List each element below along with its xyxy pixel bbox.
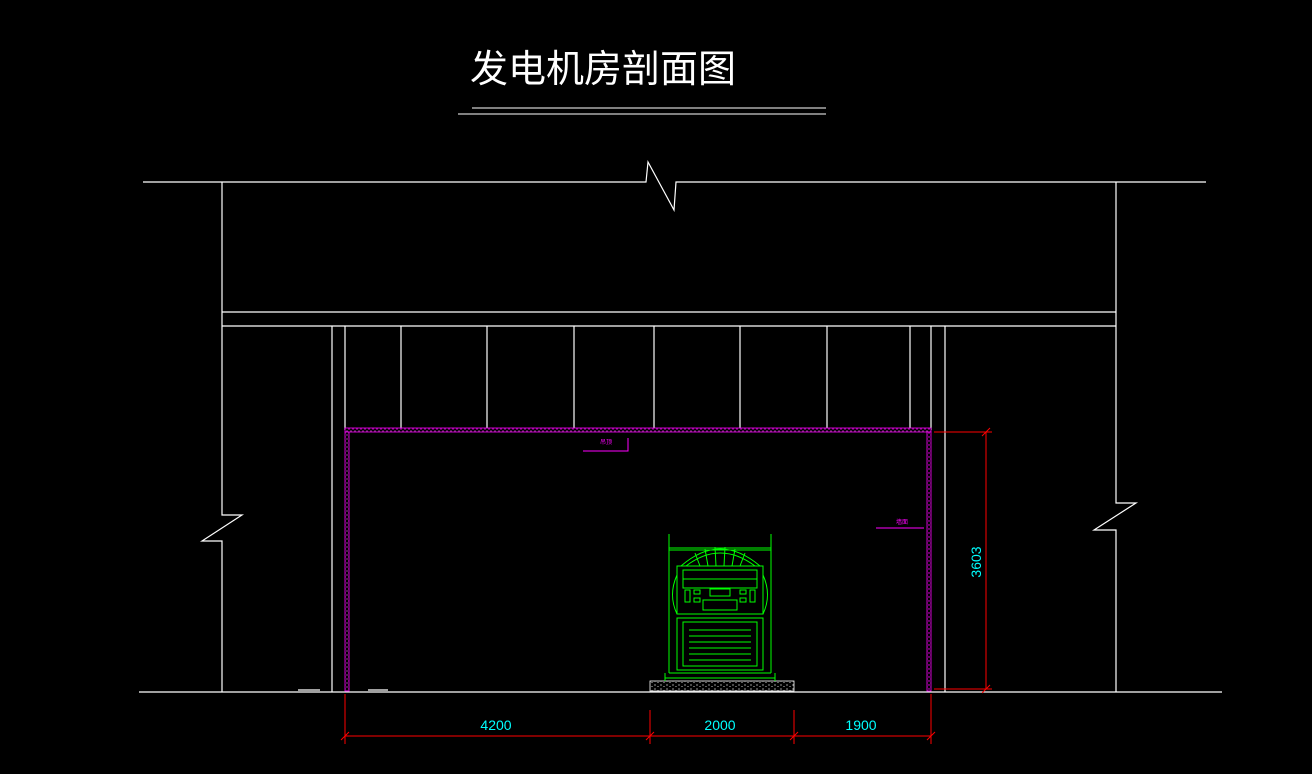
dimension-width-3: 1900: [845, 717, 876, 733]
dimension-width-1: 4200: [480, 717, 511, 733]
left-wall: [199, 182, 245, 692]
generator-foundation: [649, 680, 795, 692]
title-underline: [458, 107, 826, 115]
horizontal-dimension: [340, 694, 936, 744]
building-structure: [139, 159, 1222, 693]
generator-set-icon: [649, 534, 795, 692]
ceiling-tag-label: 吊顶: [600, 439, 612, 446]
drawing-title: 发电机房剖面图: [470, 47, 736, 91]
ceiling-tag: 吊顶: [583, 438, 629, 452]
dimension-height: 3603: [968, 546, 984, 577]
vertical-dimension: [934, 427, 992, 694]
wall-tag: 墙面: [876, 518, 924, 529]
wall-tag-label: 墙面: [896, 518, 908, 526]
acoustic-lining: [344, 427, 932, 692]
top-slab-line: [143, 159, 1206, 213]
dimension-width-2: 2000: [704, 717, 735, 733]
right-wall: [1091, 182, 1139, 692]
